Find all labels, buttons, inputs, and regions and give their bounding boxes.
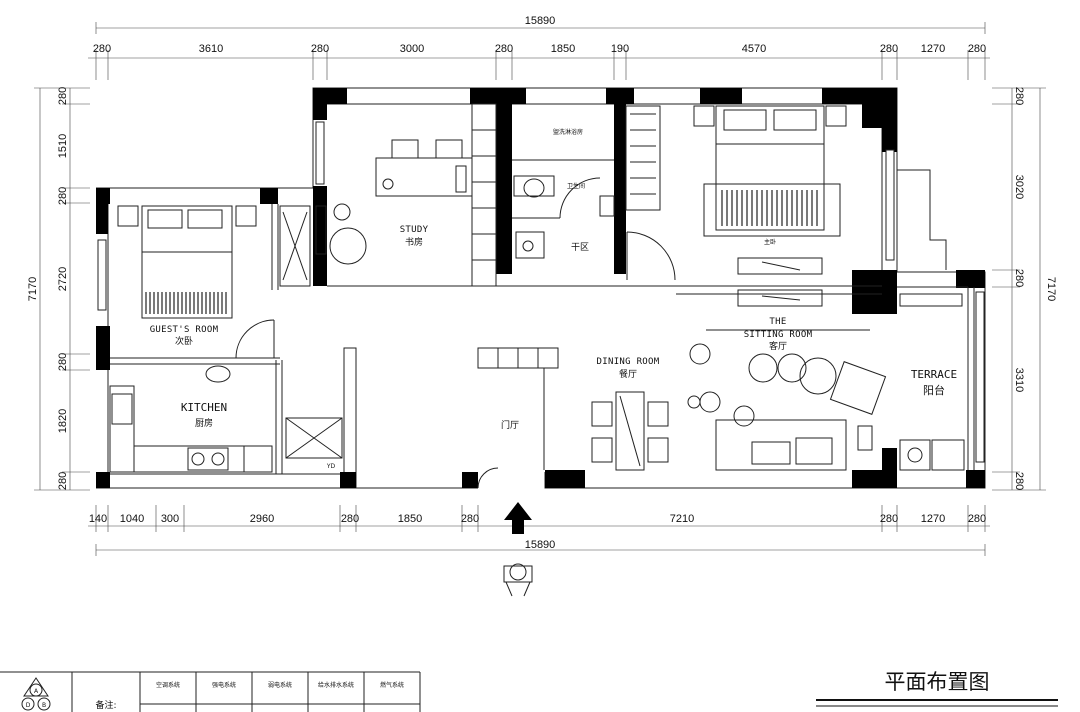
drawing-title-block: 平面布置图	[816, 670, 1058, 707]
left-dim: 1820	[57, 409, 69, 433]
logo-letter: A	[34, 688, 39, 695]
study-label: STUDY	[400, 225, 429, 235]
top-dim: 280	[968, 43, 986, 55]
left-dim: 280	[57, 353, 69, 371]
bottom-dim: 1040	[120, 513, 144, 525]
left-total-dim: 7170	[27, 277, 39, 301]
toilet-icon	[513, 175, 615, 259]
bottom-dim: 280	[461, 513, 479, 525]
person-icon	[503, 563, 533, 597]
bottom-dim: 2960	[250, 513, 274, 525]
right-dim: 280	[1013, 269, 1025, 287]
top-dim: 280	[93, 43, 111, 55]
right-dimensions: 7170 280 3020 280 3310 280	[1013, 87, 1057, 490]
wardrobe-icon	[279, 105, 661, 287]
master-bed-icon	[693, 105, 847, 237]
logo-letter: B	[42, 702, 46, 709]
top-dim: 1850	[551, 43, 575, 55]
bottom-total-dim: 15890	[525, 539, 556, 551]
right-dim: 3020	[1013, 175, 1025, 199]
drawing-title: 平面布置图	[885, 670, 990, 694]
left-dimensions: 7170 280 1510 280 2720 280 1820 280	[27, 87, 69, 490]
top-dim: 3610	[199, 43, 223, 55]
master-room-label: 主卧	[764, 238, 776, 246]
bottom-dim: 300	[161, 513, 179, 525]
study-cn-label: 书房	[405, 236, 423, 248]
study-desk-icon	[315, 139, 473, 265]
hall-label: 门厅	[501, 419, 519, 431]
sitting-room-label-1: THE	[769, 317, 786, 327]
bottom-dim: 1850	[398, 513, 422, 525]
kitchen-cn-label: 厨房	[195, 417, 213, 429]
toilet-label: 卫生间	[567, 182, 585, 190]
bottom-overall-dimension: 15890	[525, 539, 556, 551]
bottom-dim: 280	[968, 513, 986, 525]
title-block-col: 燃气系统	[380, 681, 404, 689]
sitting-room-label-2: SITTING ROOM	[744, 330, 813, 340]
title-block: A D B 备注: 空调系统 强电系统 弱电系统 给水排水系统 燃气系统	[0, 671, 421, 712]
guest-bed-icon	[117, 205, 257, 319]
top-dim: 280	[880, 43, 898, 55]
yd-label: YD	[326, 463, 336, 470]
dry-area-label: 干区	[571, 242, 589, 253]
bottom-dim: 280	[880, 513, 898, 525]
bottom-dim: 7210	[670, 513, 694, 525]
dimension-lines	[34, 22, 1046, 556]
dining-room-label: DINING ROOM	[597, 357, 660, 367]
study-shelf-icon	[471, 103, 497, 287]
top-dim: 280	[495, 43, 513, 55]
dining-table-icon	[591, 391, 669, 471]
title-block-col: 给水排水系统	[318, 681, 354, 689]
entry-arrow-icon	[504, 502, 532, 534]
kitchen-counter-icon	[109, 365, 343, 473]
top-total-dim: 15890	[525, 15, 556, 27]
top-dim: 190	[611, 43, 629, 55]
top-dim: 3000	[400, 43, 424, 55]
right-dim: 3310	[1013, 368, 1025, 392]
left-dim: 280	[57, 187, 69, 205]
left-dim: 2720	[57, 267, 69, 291]
laundry-label: 盥洗淋浴房	[553, 128, 583, 136]
left-dim: 280	[57, 472, 69, 490]
left-dim: 1510	[57, 134, 69, 158]
partitions	[97, 121, 985, 489]
title-block-col: 强电系统	[212, 681, 236, 689]
terrace-cn-label: 阳台	[923, 383, 945, 397]
notes-label: 备注:	[95, 699, 116, 711]
bottom-dim: 140	[89, 513, 107, 525]
top-overall-dimension: 15890	[525, 15, 556, 27]
sitting-room-cn-label: 客厅	[769, 340, 787, 352]
room-labels: STUDY 书房 盥洗淋浴房 卫生间 干区 GUEST'S ROOM 次卧 KI…	[150, 128, 957, 470]
guest-room-label: GUEST'S ROOM	[150, 325, 219, 335]
sofa-icon	[687, 329, 887, 471]
top-dim: 1270	[921, 43, 945, 55]
washing-machine-icon	[899, 293, 965, 471]
furniture	[109, 103, 965, 597]
left-dim: 280	[57, 87, 69, 105]
walls	[96, 87, 986, 489]
right-dim: 280	[1013, 472, 1025, 490]
title-block-col: 空调系统	[156, 681, 180, 689]
title-block-col: 弱电系统	[268, 681, 292, 689]
right-dim: 280	[1013, 87, 1025, 105]
bottom-dim: 280	[341, 513, 359, 525]
right-total-dim: 7170	[1045, 277, 1057, 301]
logo-letter: D	[26, 702, 31, 709]
bottom-dimensions: 140 1040 300 2960 280 1850 280 7210 280 …	[89, 513, 986, 525]
tv-cabinet-icon	[737, 257, 823, 307]
top-dim: 4570	[742, 43, 766, 55]
bottom-dim: 1270	[921, 513, 945, 525]
top-dimensions: 280 3610 280 3000 280 1850 190 4570 280 …	[93, 43, 986, 55]
guest-room-cn-label: 次卧	[175, 335, 193, 347]
top-dim: 280	[311, 43, 329, 55]
kitchen-label: KITCHEN	[181, 401, 227, 414]
logo-icon: A D B	[21, 677, 51, 711]
shoe-cabinet-icon	[477, 347, 559, 470]
dining-room-cn-label: 餐厅	[619, 368, 637, 380]
terrace-label: TERRACE	[911, 368, 957, 381]
